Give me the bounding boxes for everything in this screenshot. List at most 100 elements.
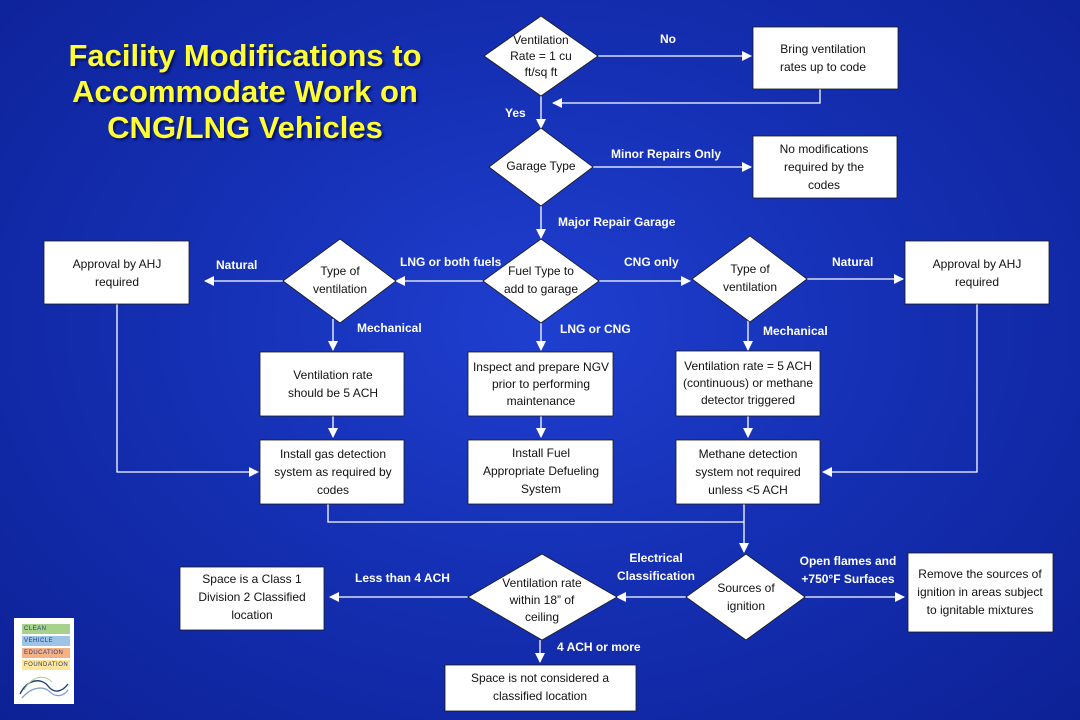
node-text-line: to ignitable mixtures xyxy=(927,603,1034,617)
node-text-line: Methane detection xyxy=(699,447,798,461)
node-ventilation-5ach-right: Ventilation rate = 5 ACH (continuous) or … xyxy=(675,350,821,417)
node-text-line: ventilation xyxy=(723,280,777,294)
node-type-ventilation-left: Type of ventilation xyxy=(282,238,397,324)
label-minor-repairs: Minor Repairs Only xyxy=(611,147,721,161)
node-remove-sources: Remove the sources of ignition in areas s… xyxy=(907,552,1054,633)
node-text-line: Ventilation rate = 5 ACH xyxy=(684,359,812,373)
label-lng-both: LNG or both fuels xyxy=(400,255,502,269)
label-open-flames: Open flames and xyxy=(800,554,897,568)
node-text-line: Approval by AHJ xyxy=(73,257,162,271)
label-mechanical-left: Mechanical xyxy=(357,321,422,335)
node-inspect-prepare: Inspect and prepare NGV prior to performi… xyxy=(467,351,614,417)
node-text-line: prior to performing xyxy=(492,377,590,391)
node-text-line: should be 5 ACH xyxy=(288,386,378,400)
node-text-line: Appropriate Defueling xyxy=(483,464,599,478)
node-text-line: ceiling xyxy=(525,610,559,624)
node-text-line: Bring ventilation xyxy=(780,42,865,56)
node-text-line: Garage Type xyxy=(506,159,575,173)
node-text-line: Type of xyxy=(730,262,770,276)
node-text-line: Space is not considered a xyxy=(471,671,609,685)
label-surfaces: +750°F Surfaces xyxy=(801,572,895,586)
node-text-line: Install Fuel xyxy=(512,446,570,460)
edge-labels: No Yes Minor Repairs Only Major Repair G… xyxy=(216,32,896,654)
label-lng-or-cng: LNG or CNG xyxy=(560,322,631,336)
node-text-line: ignition xyxy=(727,599,765,613)
node-text-line: required xyxy=(95,275,139,289)
logo-band-education: EDUCATION xyxy=(22,648,70,658)
logo-band-clean: CLEAN xyxy=(22,624,70,634)
edge-gasdetect-merge xyxy=(327,504,744,523)
node-text-line: ventilation xyxy=(313,282,367,296)
connectors xyxy=(116,51,978,663)
node-class1-division2: Space is a Class 1 Division 2 Classified l… xyxy=(179,566,325,631)
node-fuel-type: Fuel Type to add to garage xyxy=(482,238,600,324)
node-text-line: unless <5 ACH xyxy=(708,483,788,497)
label-electrical: Electrical xyxy=(629,551,682,565)
edge-ahjright-to-methane xyxy=(822,304,978,477)
node-text-line: Inspect and prepare NGV xyxy=(473,360,609,374)
node-text-line: rates up to code xyxy=(780,60,866,74)
edge-ahjleft-to-gasdetect xyxy=(116,304,259,477)
label-yes: Yes xyxy=(505,106,526,120)
node-text-line: Division 2 Classified xyxy=(198,590,305,604)
node-text-line: Ventilation rate xyxy=(293,368,373,382)
node-install-gas-detection: Install gas detection system as required … xyxy=(259,439,405,505)
node-text-line: maintenance xyxy=(507,394,576,408)
node-sources-of-ignition: Sources of ignition xyxy=(685,553,806,641)
node-ventilation-5ach-left: Ventilation rate should be 5 ACH xyxy=(259,351,405,417)
node-text-line: classified location xyxy=(493,689,587,703)
node-text-line: system as required by xyxy=(274,465,391,479)
node-approval-ahj-left: Approval by AHJ required xyxy=(43,240,190,305)
node-text-line: Remove the sources of xyxy=(918,567,1042,581)
node-approval-ahj-right: Approval by AHJ required xyxy=(904,240,1050,305)
node-text-line: Rate = 1 cu xyxy=(510,49,572,63)
label-natural-right: Natural xyxy=(832,255,873,269)
node-text-line: (continuous) or methane xyxy=(683,376,813,390)
node-text-line: Sources of xyxy=(717,581,775,595)
node-text-line: codes xyxy=(317,483,349,497)
label-natural-left: Natural xyxy=(216,258,257,272)
node-text-line: ft/sq ft xyxy=(525,65,558,79)
page-title: Facility Modifications to Accommodate Wo… xyxy=(68,38,422,145)
label-major-repair: Major Repair Garage xyxy=(558,215,676,229)
node-text-line: System xyxy=(521,482,561,496)
node-text-line: detector triggered xyxy=(701,393,795,407)
label-no: No xyxy=(660,32,676,46)
node-ventilation-18-ceiling: Ventilation rate within 18” of ceiling xyxy=(467,553,618,641)
node-text-line: Fuel Type to xyxy=(508,264,574,278)
node-text-line: codes xyxy=(808,178,840,192)
edge-bring-return xyxy=(552,89,821,108)
node-text-line: location xyxy=(231,608,272,622)
label-less-than-4: Less than 4 ACH xyxy=(355,571,450,585)
node-text-line: Space is a Class 1 xyxy=(202,572,302,586)
node-text-line: Approval by AHJ xyxy=(933,257,1022,271)
logo-swoosh-icon xyxy=(19,676,69,699)
logo-band-foundation: FOUNDATION xyxy=(22,660,70,670)
node-text-line: ignition in areas subject xyxy=(917,585,1043,599)
label-4-or-more: 4 ACH or more xyxy=(557,640,641,654)
node-not-classified: Space is not considered a classified loca… xyxy=(444,664,637,712)
node-type-ventilation-right: Type of ventilation xyxy=(691,235,808,323)
label-cng-only: CNG only xyxy=(624,255,679,269)
node-bring-ventilation: Bring ventilation rates up to code xyxy=(752,26,899,90)
logo-band-vehicle: VEHICLE xyxy=(22,636,70,646)
node-text-line: Ventilation rate xyxy=(502,576,582,590)
node-text-line: No modifications xyxy=(780,142,869,156)
node-text-line: Type of xyxy=(320,264,360,278)
node-text-line: Ventilation xyxy=(513,33,568,47)
node-text-line: Install gas detection xyxy=(280,447,386,461)
label-mechanical-right: Mechanical xyxy=(763,324,828,338)
node-garage-type: Garage Type xyxy=(488,127,594,207)
node-text-line: required by the xyxy=(784,160,864,174)
label-classification: Classification xyxy=(617,569,695,583)
node-text-line: required xyxy=(955,275,999,289)
cvef-logo: CLEAN VEHICLE EDUCATION FOUNDATION xyxy=(14,618,74,704)
node-no-modifications: No modifications required by the codes xyxy=(752,135,898,199)
node-text-line: within 18” of xyxy=(509,593,575,607)
node-text-line: add to garage xyxy=(504,282,578,296)
